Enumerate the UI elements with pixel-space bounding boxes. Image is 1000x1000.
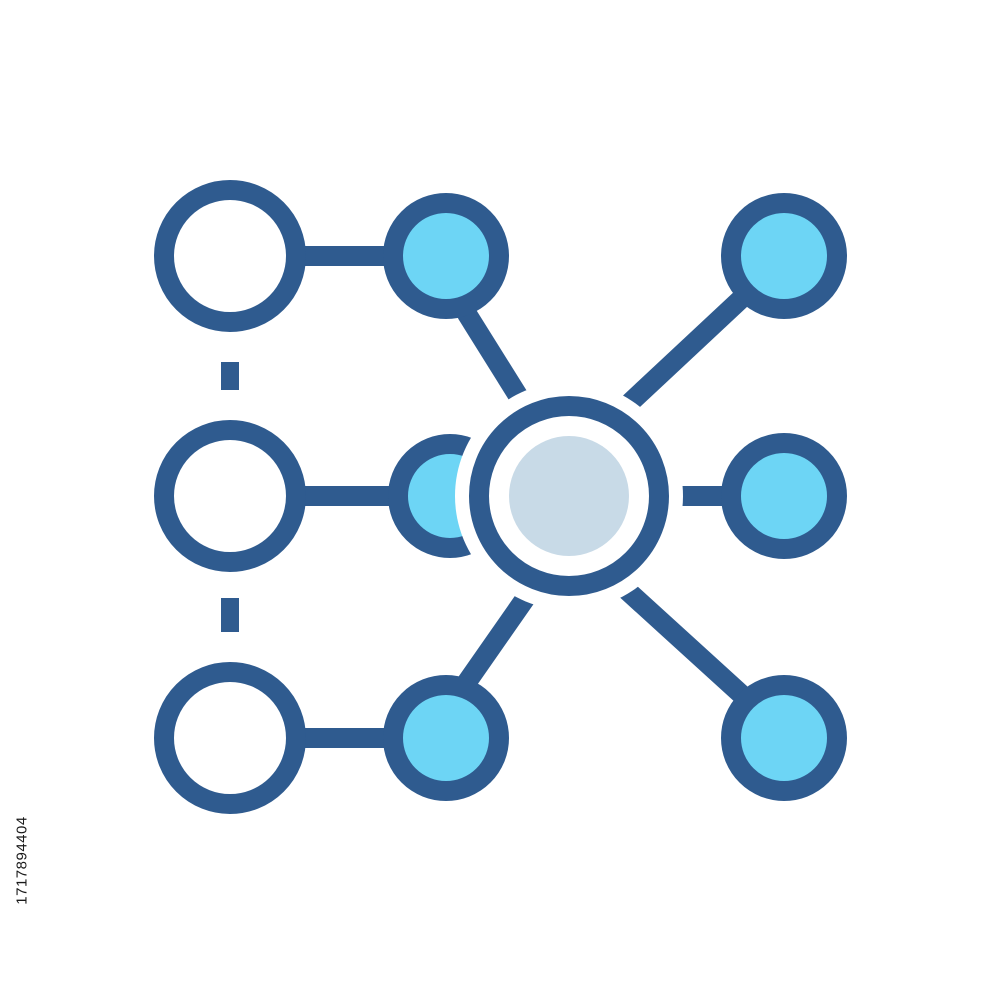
empty-node-bottom <box>154 662 306 814</box>
hub-node <box>469 396 669 596</box>
empty-node-top <box>154 180 306 332</box>
connector-hub-top-left <box>457 304 537 420</box>
connector-hub-top-right <box>610 288 752 422</box>
filled-nodes <box>383 193 847 801</box>
stock-id-label: 1717894404 <box>8 755 36 965</box>
filled-node-right <box>721 433 847 559</box>
stock-id-text: 1717894404 <box>13 815 31 905</box>
hub-inner-disc <box>509 436 629 556</box>
filled-node-top-left <box>383 193 509 319</box>
connector-hub-bottom-right <box>610 574 752 705</box>
empty-node-middle <box>154 420 306 572</box>
connector-hub-bottom-left <box>457 586 537 692</box>
filled-node-bottom-right <box>721 675 847 801</box>
filled-node-top-right <box>721 193 847 319</box>
empty-nodes <box>154 180 306 814</box>
filled-node-bottom-left <box>383 675 509 801</box>
